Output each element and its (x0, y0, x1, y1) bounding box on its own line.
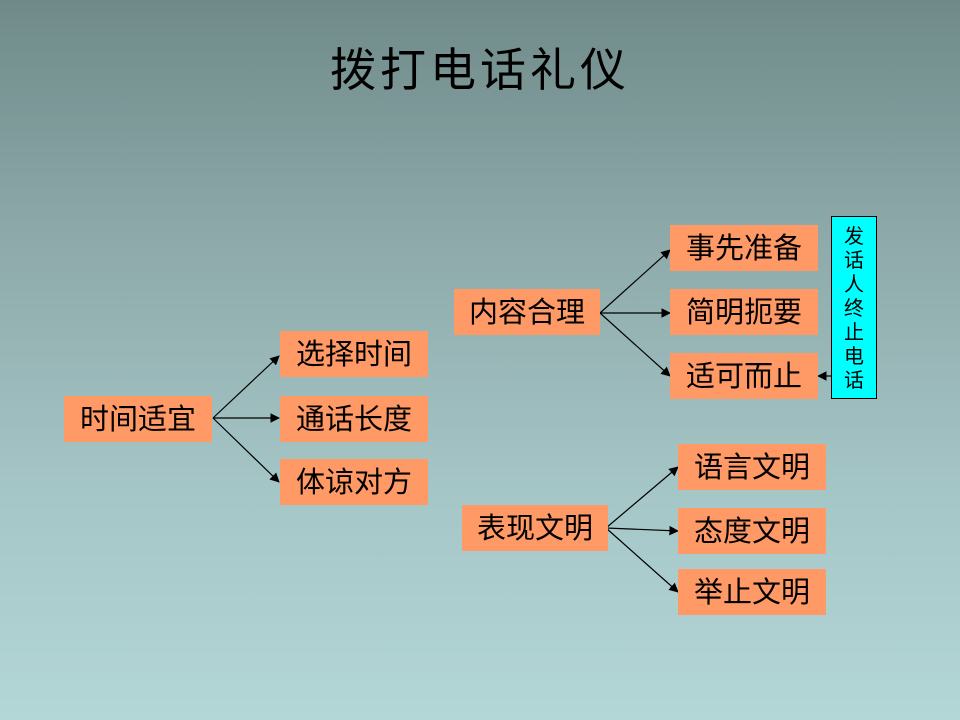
connector-manner-1 (605, 466, 679, 529)
side-note-char: 终 (844, 295, 864, 320)
side-note-char: 止 (844, 319, 864, 344)
connector-time-3 (212, 417, 280, 483)
node-time-child-2: 通话长度 (280, 396, 428, 442)
connector-manner-3 (605, 527, 679, 593)
node-content-child-2: 简明扼要 (670, 289, 818, 335)
node-manner-root: 表现文明 (462, 505, 608, 551)
node-content-root: 内容合理 (454, 289, 600, 335)
node-time-child-1: 选择时间 (280, 331, 428, 377)
side-note-char: 发 (844, 223, 864, 248)
node-manner-child-1: 语言文明 (678, 444, 826, 490)
side-note-char: 人 (844, 271, 864, 296)
node-content-child-3: 适可而止 (670, 353, 818, 399)
connector-content-1 (599, 249, 671, 314)
side-note-char: 话 (844, 367, 864, 392)
connector-time-1 (212, 355, 280, 419)
side-note-char: 话 (844, 247, 864, 272)
node-content-child-1: 事先准备 (670, 225, 818, 271)
side-note-box: 发 话 人 终 止 电 话 (831, 216, 877, 399)
connector-manner-2 (605, 525, 679, 536)
node-time-root: 时间适宜 (64, 396, 212, 442)
connector-content-3 (599, 312, 671, 377)
node-manner-child-3: 举止文明 (678, 569, 826, 615)
side-note-char: 电 (844, 343, 864, 368)
node-time-child-3: 体谅对方 (280, 459, 428, 505)
node-manner-child-2: 态度文明 (678, 508, 826, 554)
page-title: 拨打电话礼仪 (330, 43, 630, 97)
